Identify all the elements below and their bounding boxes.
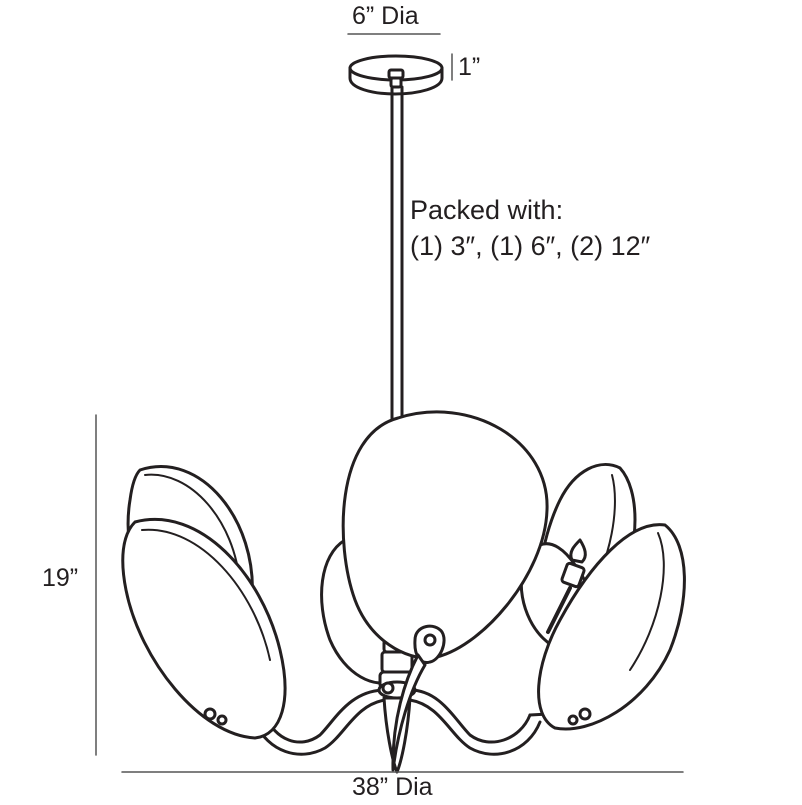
packing-note-line-2: (1) 3″, (1) 6″, (2) 12″ [410, 231, 651, 261]
finials [203, 707, 592, 726]
canopy-diameter-label: 6” Dia [352, 2, 419, 30]
overall-height-label: 19” [42, 564, 79, 592]
candle-socket [546, 538, 587, 634]
canopy [348, 54, 444, 96]
downrod [390, 85, 404, 422]
canopy-height-label: 1” [458, 53, 481, 81]
shade-front-left [121, 518, 287, 740]
packing-note-line-1: Packed with: [410, 195, 564, 225]
overall-diameter-label: 38” Dia [352, 773, 433, 801]
shade-front-right [537, 523, 686, 731]
shade-center [341, 410, 549, 660]
center-hook [391, 624, 446, 772]
